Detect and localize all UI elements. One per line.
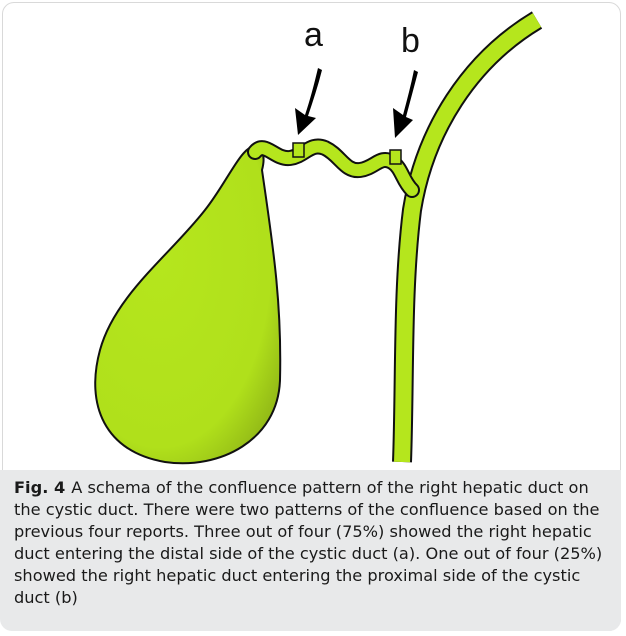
right-hepatic-duct-b — [390, 150, 401, 164]
label-b: b — [401, 22, 420, 60]
gallbladder — [95, 147, 280, 464]
common-bile-duct-fill — [402, 20, 537, 462]
arrow-b — [393, 70, 418, 138]
figure-label: Fig. 4 — [14, 478, 65, 497]
label-a: a — [304, 16, 323, 54]
right-hepatic-duct-a — [293, 143, 304, 157]
caption-text: A schema of the confluence pattern of th… — [14, 478, 602, 607]
gallbladder-schema: a b — [0, 0, 626, 470]
arrow-a — [295, 68, 322, 135]
